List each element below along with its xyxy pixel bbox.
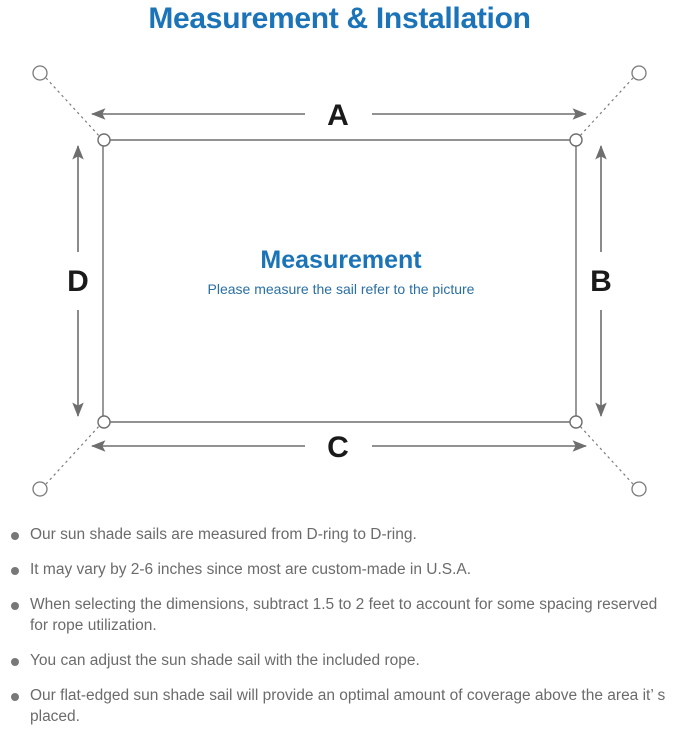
rope-lines bbox=[45, 77, 634, 485]
list-item-text: It may vary by 2-6 inches since most are… bbox=[30, 561, 472, 578]
anchor-points bbox=[32, 65, 647, 497]
anchor-point-bottom-left bbox=[32, 481, 48, 497]
dimension-label-a: A bbox=[327, 99, 349, 132]
anchor-point-top-left bbox=[32, 65, 48, 81]
d-ring-top-left bbox=[97, 133, 111, 147]
rope-line-top-left bbox=[45, 77, 102, 139]
dimension-label-d: D bbox=[67, 265, 89, 298]
d-rings bbox=[97, 133, 583, 429]
list-item-text: Our sun shade sails are measured from D-… bbox=[30, 526, 417, 543]
notes-list: Our sun shade sails are measured from D-… bbox=[0, 524, 679, 727]
rope-line-bottom-right bbox=[577, 423, 634, 485]
bullet-dot-icon bbox=[11, 693, 19, 701]
measurement-diagram: A C D B Measurement Please measure the s… bbox=[0, 52, 679, 517]
d-ring-bottom-left bbox=[97, 415, 111, 429]
rope-line-bottom-left bbox=[45, 423, 102, 485]
list-item: When selecting the dimensions, subtract … bbox=[0, 594, 679, 636]
dimension-label-b: B bbox=[590, 265, 612, 298]
anchor-point-bottom-right bbox=[631, 481, 647, 497]
bullet-dot-icon bbox=[11, 532, 19, 540]
list-item: Our sun shade sails are measured from D-… bbox=[0, 524, 679, 545]
list-item-text: You can adjust the sun shade sail with t… bbox=[30, 652, 420, 669]
diagram-center-title: Measurement bbox=[260, 246, 422, 274]
d-ring-bottom-right bbox=[569, 415, 583, 429]
dimension-label-c: C bbox=[327, 431, 349, 464]
list-item: You can adjust the sun shade sail with t… bbox=[0, 650, 679, 671]
bullet-dot-icon bbox=[11, 658, 19, 666]
page-title: Measurement & Installation bbox=[148, 2, 531, 35]
list-item: It may vary by 2-6 inches since most are… bbox=[0, 559, 679, 580]
d-ring-top-right bbox=[569, 133, 583, 147]
list-item: Our flat-edged sun shade sail will provi… bbox=[0, 685, 679, 727]
anchor-point-top-right bbox=[631, 65, 647, 81]
sail-rectangle bbox=[102, 139, 577, 423]
rope-line-top-right bbox=[577, 77, 634, 139]
bullet-dot-icon bbox=[11, 602, 19, 610]
list-item-text: Our flat-edged sun shade sail will provi… bbox=[30, 687, 666, 725]
diagram-center-subtitle: Please measure the sail refer to the pic… bbox=[208, 281, 475, 297]
bullet-dot-icon bbox=[11, 567, 19, 575]
list-item-text: When selecting the dimensions, subtract … bbox=[30, 596, 658, 634]
